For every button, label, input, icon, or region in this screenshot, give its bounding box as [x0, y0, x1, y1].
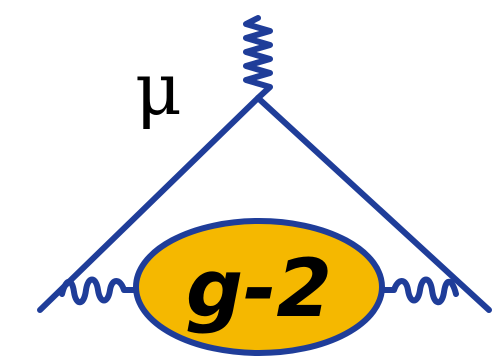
- g-2-label: g-2: [186, 242, 332, 335]
- internal-photon-line-left: [59, 276, 143, 306]
- internal-photon-line-right: [375, 276, 459, 306]
- muon-line-right: [255, 95, 492, 313]
- muon-label: μ: [135, 47, 182, 131]
- external-photon-line: [243, 15, 273, 101]
- muon-line-left: [37, 95, 261, 313]
- g-2-blob: [133, 218, 385, 356]
